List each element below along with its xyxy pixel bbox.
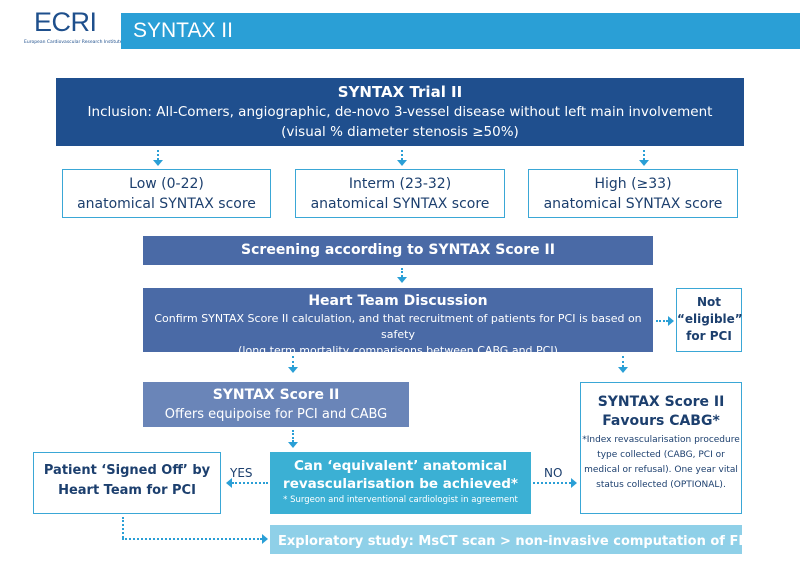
- page-title: SYNTAX II: [133, 19, 233, 42]
- favours-cabg-note2: type collected (CABG, PCI or: [597, 450, 725, 460]
- not-eligible-line2: “eligible”: [677, 312, 743, 326]
- favours-cabg-note3: medical or refusal). One year vital: [584, 465, 738, 475]
- ecri-logo-subtitle: European Cardiovascular Research Institu…: [24, 40, 123, 45]
- score-interm-title: Interm (23-32): [348, 176, 452, 192]
- signed-off-line2: Heart Team for PCI: [58, 483, 196, 498]
- signed-off-box: Patient ‘Signed Off’ by Heart Team for P…: [33, 452, 221, 514]
- yes-label: YES: [230, 466, 253, 480]
- question-box: Can ‘equivalent’ anatomical revascularis…: [270, 452, 531, 514]
- favours-cabg-note1: *Index revascularisation procedure: [582, 435, 740, 445]
- score-high-sub: anatomical SYNTAX score: [543, 196, 723, 212]
- trial-title: SYNTAX Trial II: [337, 83, 463, 101]
- not-eligible-box: Not “eligible” for PCI: [676, 288, 743, 352]
- favours-cabg-box: SYNTAX Score II Favours CABG* *Index rev…: [580, 382, 742, 514]
- score-box-high: High (≥33) anatomical SYNTAX score: [528, 169, 738, 218]
- score-box-interm: Interm (23-32) anatomical SYNTAX score: [295, 169, 505, 218]
- exploratory-text: Exploratory study: MsCT scan > non-invas…: [278, 534, 758, 549]
- heart-team-line2: (long term mortality comparisons between…: [238, 344, 558, 357]
- heart-team-box: Heart Team Discussion Confirm SYNTAX Sco…: [143, 288, 653, 357]
- favours-cabg-title: SYNTAX Score II: [597, 394, 725, 410]
- question-note: * Surgeon and interventional cardiologis…: [283, 495, 518, 505]
- trial-inclusion: Inclusion: All-Comers, angiographic, de-…: [87, 104, 713, 120]
- trial-box: SYNTAX Trial II Inclusion: All-Comers, a…: [56, 78, 744, 146]
- no-label: NO: [544, 466, 563, 480]
- exploratory-subscript: CT: [757, 542, 769, 552]
- equipoise-box: SYNTAX Score II Offers equipoise for PCI…: [143, 382, 409, 427]
- not-eligible-line3: for PCI: [686, 329, 732, 343]
- question-line2: revascularisation be achieved*: [283, 476, 518, 492]
- heart-team-title: Heart Team Discussion: [308, 293, 488, 309]
- ecri-logo: ECRI: [34, 7, 97, 37]
- favours-cabg-title2: Favours CABG*: [602, 413, 720, 429]
- equipoise-title: SYNTAX Score II: [212, 387, 340, 403]
- not-eligible-line1: Not: [696, 295, 722, 309]
- score-high-title: High (≥33): [594, 176, 672, 192]
- equipoise-sub: Offers equipoise for PCI and CABG: [164, 407, 388, 422]
- header-bar: [121, 13, 800, 49]
- favours-cabg-note4: status collected (OPTIONAL).: [596, 480, 726, 490]
- screening-box: Screening according to SYNTAX Score II: [143, 236, 653, 265]
- exploratory-box: Exploratory study: MsCT scan > non-invas…: [270, 525, 769, 554]
- score-low-sub: anatomical SYNTAX score: [77, 196, 256, 212]
- trial-stenosis: (visual % diameter stenosis ≥50%): [281, 124, 519, 140]
- score-box-low: Low (0-22) anatomical SYNTAX score: [62, 169, 271, 218]
- question-line1: Can ‘equivalent’ anatomical: [293, 458, 508, 474]
- screening-label: Screening according to SYNTAX Score II: [241, 242, 555, 258]
- score-low-title: Low (0-22): [129, 176, 204, 192]
- score-interm-sub: anatomical SYNTAX score: [310, 196, 490, 212]
- heart-team-line1: Confirm SYNTAX Score II calculation, and…: [154, 312, 642, 341]
- signed-off-line1: Patient ‘Signed Off’ by: [43, 463, 211, 478]
